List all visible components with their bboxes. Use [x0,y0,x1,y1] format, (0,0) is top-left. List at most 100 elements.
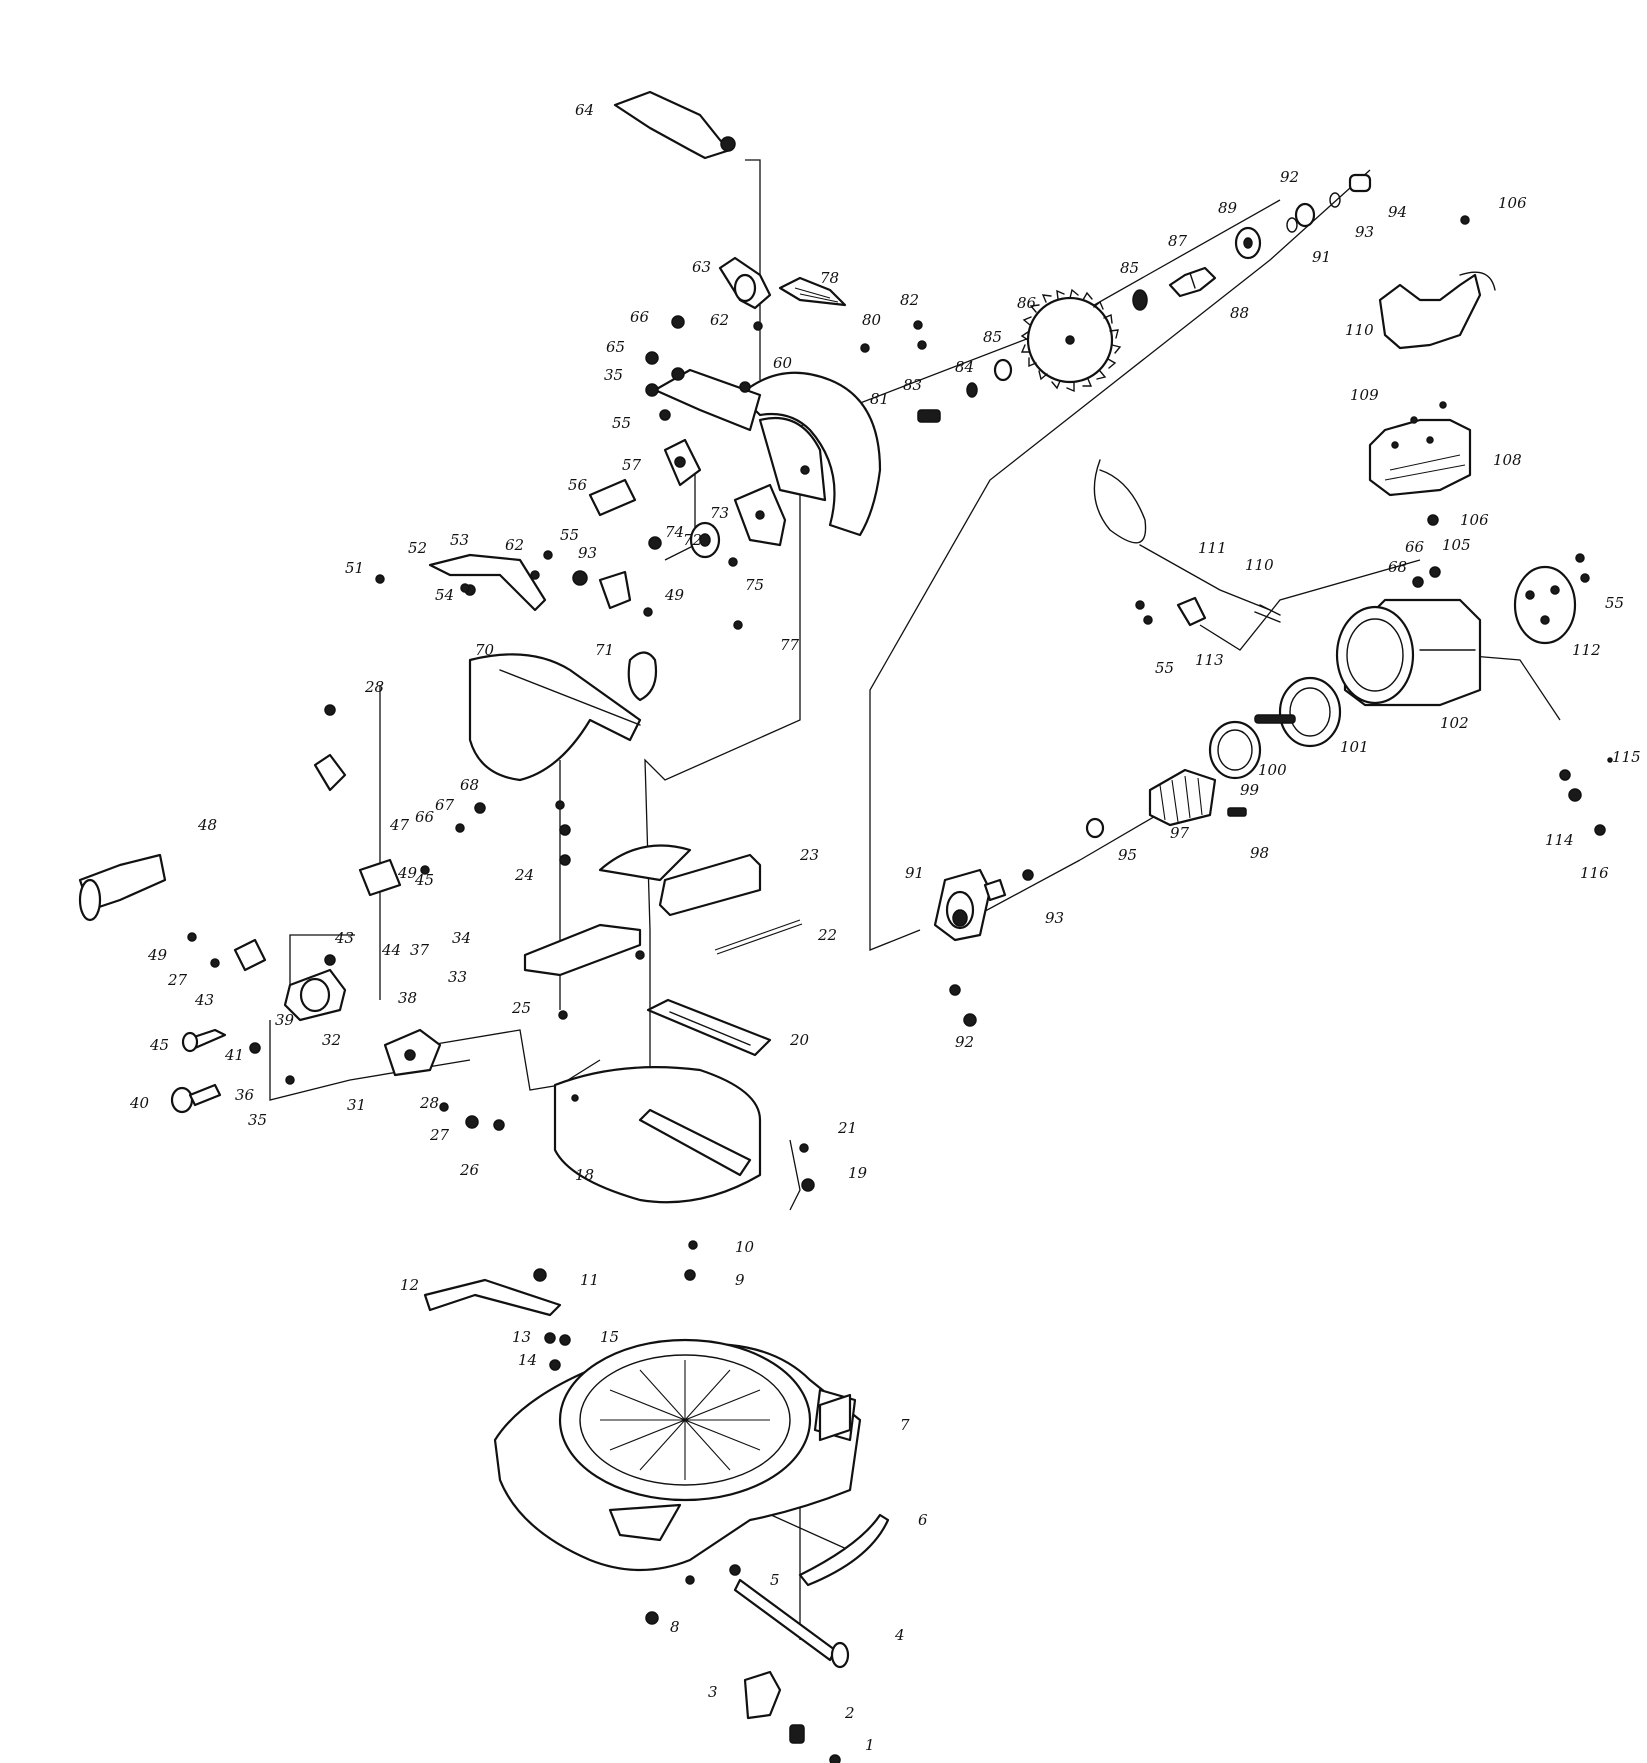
callout-50: 52 [408,539,427,557]
part-38-knob [170,1083,222,1114]
callout-64b: 68 [1388,558,1407,576]
part-37-bevel-pivot [283,954,347,1022]
callout-18: 18 [575,1166,594,1184]
callout-56: 60 [773,354,793,372]
callout-101b: 106 [1460,511,1489,529]
part-18-turntable [553,1066,762,1204]
part-92-bearing [1085,817,1105,839]
callout-99: 102 [1440,714,1469,732]
callout-27a: 27 [167,971,188,989]
part-3-lock-knob [743,1670,782,1720]
callout-63: 66 [415,808,435,826]
callout-62b: 66 [1405,538,1425,556]
callout-57c: 55 [1605,594,1624,612]
part-114-lever [313,753,347,792]
callout-86: 92 [1280,168,1299,186]
callout-57a: 55 [612,414,631,432]
callout-91a: 93 [1045,909,1064,927]
callout-49: 51 [345,559,364,577]
part-70-flange [689,521,721,559]
callout-38: 40 [129,1094,150,1112]
part-40-knob [233,938,267,972]
callout-27b: 27 [429,1126,450,1144]
callout-24: 24 [514,866,534,884]
callout-85: 91 [1312,248,1331,266]
part-69-inner-plate [733,483,787,547]
callout-78: 84 [955,358,974,376]
part-66-lower-blade-guard [468,653,642,782]
callout-1: 1 [865,1736,875,1754]
callout-26: 26 [459,1161,480,1179]
callout-47a: 49 [664,586,685,604]
small-fasteners [187,215,1613,1763]
part-base [493,1338,862,1572]
callout-105: 110 [1345,321,1374,339]
callout-58b: 62 [505,536,524,554]
callout-79a: 85 [983,328,1002,346]
callout-100: 105 [1442,536,1471,554]
callout-98: 101 [1340,738,1369,756]
callout-80: 86 [1017,294,1037,312]
callout-12: 12 [400,1276,419,1294]
part-56-upper-blade-guard [653,368,882,537]
part-fence-left [523,923,642,977]
callout-33b: 35 [248,1111,267,1129]
callout-4: 4 [894,1626,905,1644]
callout-110: 114 [1545,831,1574,849]
callout-91b: 93 [578,544,597,562]
callout-28b: 28 [419,1094,439,1112]
callout-7: 7 [900,1416,910,1434]
part-102-gear-housing [1368,418,1472,497]
callout-108: 113 [1195,651,1224,669]
callout-70: 74 [665,523,684,541]
callout-60: 64 [575,101,594,119]
part-83-to-88-bearing-stack [1234,173,1372,260]
callout-41: 44 [381,941,401,959]
callout-109: 112 [1572,641,1601,659]
part-55-latch [663,438,702,487]
part-109-end-cap [1513,565,1577,645]
part-43-bolt [181,1028,227,1053]
part-67-guard-spring [627,651,658,702]
callout-83: 89 [1218,199,1238,217]
callout-53: 55 [560,526,579,544]
callout-51: 53 [450,531,469,549]
callout-45: 47 [389,816,410,834]
callout-71: 75 [745,576,764,594]
callout-11: 11 [580,1271,599,1289]
part-6-scale [798,1513,890,1587]
callout-19: 19 [848,1164,868,1182]
callout-93: 97 [1170,824,1190,842]
callout-74: 80 [862,311,882,329]
callout-79b: 85 [1120,259,1139,277]
callout-20: 21 [837,1119,857,1137]
callout-62: 66 [630,308,650,326]
callout-95: 99 [1240,781,1260,799]
part-2-spring [789,1724,805,1744]
callout-39: 41 [224,1046,244,1064]
callout-5: 5 [770,1571,780,1589]
part-44-fence-clamp [358,858,402,897]
callout-68: 72 [683,531,702,549]
part-60-handle [613,90,736,160]
callout-54: 56 [568,476,588,494]
part-113-bracket [598,570,632,610]
callout-102: 108 [1493,451,1522,469]
callout-66: 70 [475,641,495,659]
part-89-motor-end-bracket [933,868,1007,942]
callout-47c: 49 [147,946,168,964]
callout-44: 45 [414,871,434,889]
callout-73: 77 [780,636,800,654]
callout-67: 71 [595,641,614,659]
callout-22: 22 [817,926,837,944]
part-7-bevel-stop [818,1393,852,1442]
callout-58: 62 [710,311,729,329]
callout-111: 115 [1612,748,1641,766]
callout-30: 32 [322,1031,341,1049]
part-80-saw-blade [1020,288,1122,393]
part-95-98-field-assembly [1208,676,1342,780]
callout-numbers: 64 63 78 66 62 65 35 55 60 80 82 81 83 8… [129,101,1641,1754]
callout-6: 6 [918,1511,928,1529]
callout-57b: 55 [1155,659,1174,677]
part-78-79-washers [966,289,1148,398]
